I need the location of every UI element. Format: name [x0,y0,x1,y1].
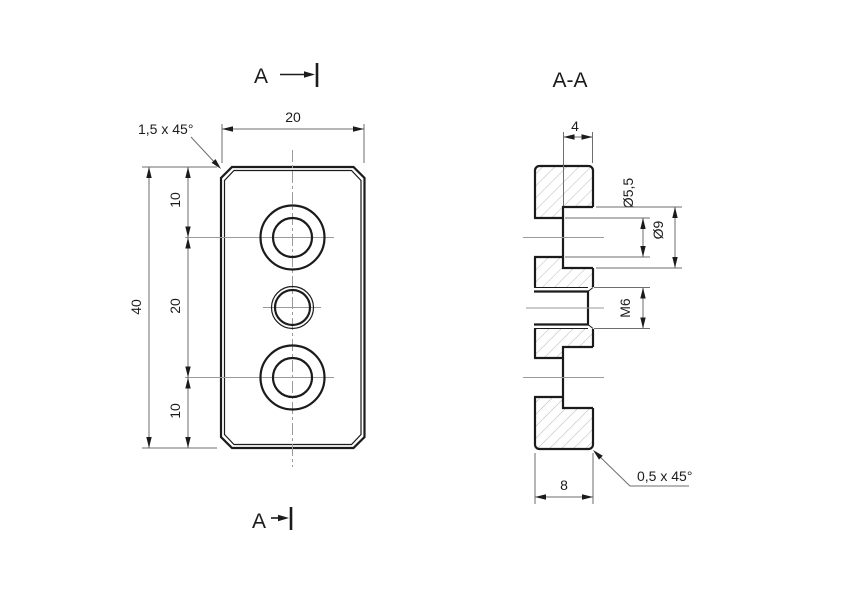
section-title: A-A [552,69,587,92]
corner-chamfer-note: 1,5 x 45° [138,121,193,137]
bottom-counterbore-circle [259,344,326,411]
cut-marker-top-label: A [254,65,268,88]
front-view [185,150,366,467]
middle-thread-major-circle [270,285,315,330]
counterbore-depth-dim: 4 [571,118,579,134]
thread-dim: M6 [617,298,633,318]
bottom-hole-edges [534,356,563,399]
thickness-dim: 8 [560,477,568,493]
cut-direction-arrow-bottom [278,514,289,522]
edge-chamfer-note: 0,5 x 45° [637,468,692,484]
section-view-dimensions: 4 Ø5,5 Ø9 M6 8 0,5 x 45° [534,118,692,504]
cut-direction-arrow-top [304,71,315,78]
cut-marker-bottom-label: A [252,510,266,533]
hole-spacing-middle-dim: 20 [167,298,183,314]
cut-marker-top: A [254,63,319,88]
hole-dia-dim: Ø5,5 [620,178,636,209]
top-counterbore-circle [259,204,326,271]
section-view [523,164,604,451]
thread-entry-chamfer [587,287,594,329]
counterbore-dia-dim: Ø9 [650,220,666,239]
corner-chamfer-leader [190,136,218,166]
edge-chamfer-leader [595,452,689,487]
top-hole-circle [271,216,314,259]
cut-marker-bottom: A [252,507,293,533]
hole-spacing-top-dim: 10 [167,192,183,208]
thread-major-lines [534,286,588,330]
width-dim: 20 [285,109,301,125]
bottom-hole-circle [271,356,314,399]
plate-outline-chamfer-inner [223,169,362,446]
height-dim: 40 [128,299,144,315]
hole-spacing-bottom-dim: 10 [167,403,183,419]
middle-thread-minor-circle [273,288,312,327]
plate-outline-outer [219,165,366,450]
front-view-dimensions: 20 40 10 20 10 1,5 x 45° [128,109,365,449]
top-hole-edges [534,216,563,259]
